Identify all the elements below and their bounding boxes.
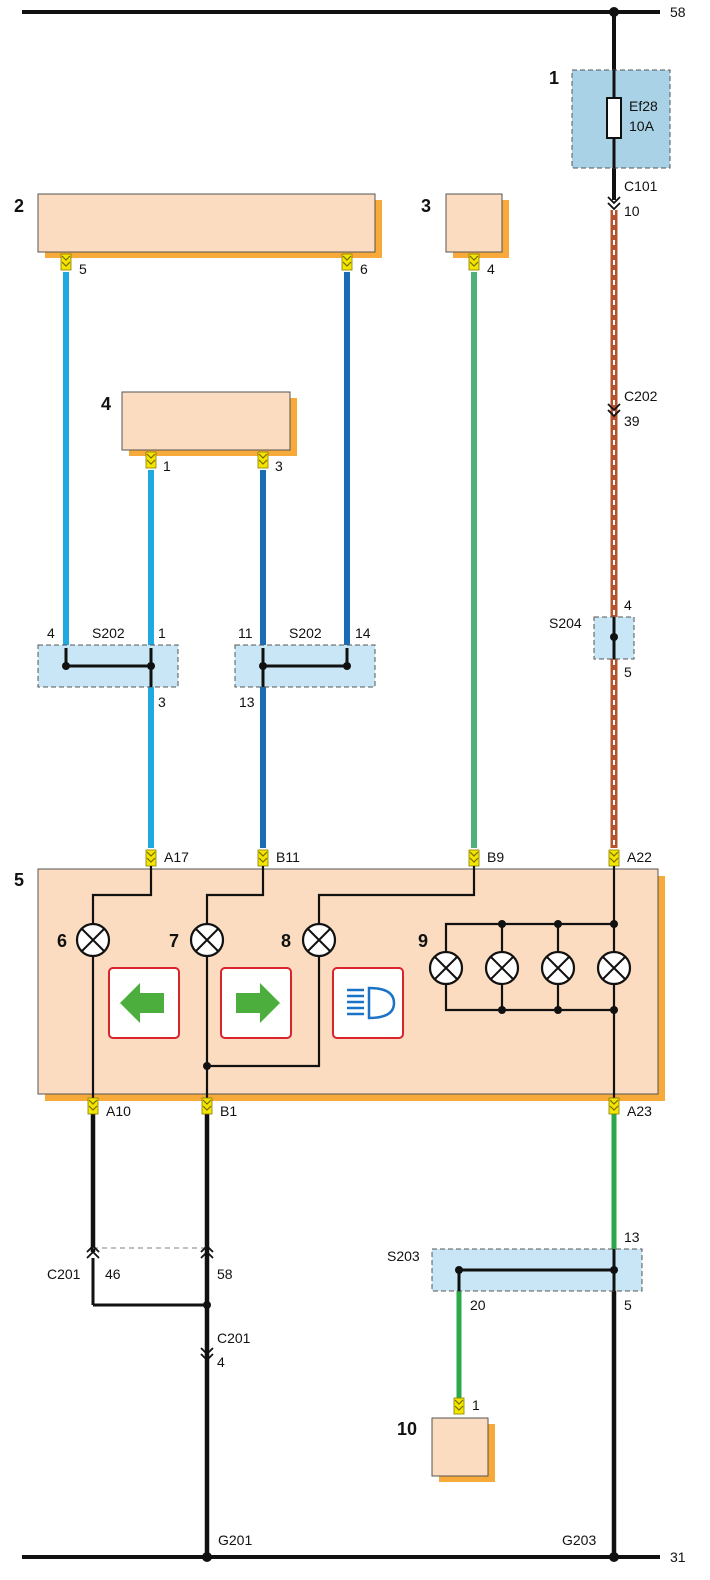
c10-pin-1: 1	[472, 1397, 480, 1413]
s203-pin-20: 20	[470, 1297, 486, 1313]
s202-right-pin-14: 14	[355, 625, 371, 641]
ground-g203-node	[609, 1552, 619, 1562]
c2-pin-6: 6	[360, 261, 368, 277]
component-4	[121, 391, 291, 451]
lamp-icon	[484, 950, 520, 986]
lamp-icon	[428, 950, 464, 986]
pin-a23: A23	[627, 1103, 652, 1119]
lamp-icon	[301, 922, 337, 958]
pin-b11: B11	[276, 849, 300, 865]
lamp-6-number: 6	[57, 931, 67, 951]
connector-c201-a-pin46: 46	[105, 1266, 121, 1282]
turn-right-arrow-icon	[220, 967, 292, 1039]
lamp-8-number: 8	[281, 931, 291, 951]
component-4-number: 4	[101, 394, 111, 414]
connector-c202-pin: 39	[624, 413, 640, 429]
s202-left-pin-1: 1	[158, 625, 166, 641]
s203-pin-5: 5	[624, 1297, 632, 1313]
component-2-number: 2	[14, 196, 24, 216]
fuse-name: Ef28	[629, 98, 658, 114]
lamp-icon	[596, 950, 632, 986]
c4-pin-3: 3	[275, 458, 283, 474]
connector-c101-pin: 10	[624, 203, 640, 219]
ground-g201: G201	[218, 1532, 252, 1548]
fuse-ef28	[606, 97, 622, 139]
component-1-number: 1	[549, 68, 559, 88]
high-beam-icon	[332, 967, 404, 1039]
rail-31-label: 31	[670, 1549, 686, 1565]
s202-left-pin-4: 4	[47, 625, 55, 641]
c3-pin-4: 4	[487, 261, 495, 277]
pin-b1: B1	[220, 1103, 237, 1119]
component-10-number: 10	[397, 1419, 417, 1439]
ground-g201-node	[202, 1552, 212, 1562]
pin-b9: B9	[487, 849, 504, 865]
s204-name: S204	[549, 615, 582, 631]
connector-c201-b-pin4: 4	[217, 1354, 225, 1370]
pin-a10: A10	[106, 1103, 131, 1119]
connector-c201-a-pin58: 58	[217, 1266, 233, 1282]
component-5-number: 5	[14, 870, 24, 890]
s202-left-pin-3: 3	[158, 694, 166, 710]
component-2	[37, 193, 376, 253]
s203-name: S203	[387, 1248, 420, 1264]
component-3	[445, 193, 503, 253]
connector-c101: C101	[624, 178, 658, 194]
s204-pin-4: 4	[624, 597, 632, 613]
lamp-icon	[189, 922, 225, 958]
lamp-7-number: 7	[169, 931, 179, 951]
ground-g203: G203	[562, 1532, 596, 1548]
c2-pin-5: 5	[79, 261, 87, 277]
pin-a22: A22	[627, 849, 652, 865]
pin-a17: A17	[164, 849, 189, 865]
rail-58-label: 58	[670, 4, 686, 20]
s202-right-name: S202	[289, 625, 322, 641]
cluster-junctions	[203, 920, 618, 1070]
s204-pin-5: 5	[624, 664, 632, 680]
turn-left-arrow-icon	[108, 967, 180, 1039]
connector-c202: C202	[624, 388, 658, 404]
component-3-number: 3	[421, 196, 431, 216]
component-10	[431, 1417, 489, 1477]
s202-right-pin-11: 11	[238, 625, 253, 641]
s202-right-pin-13: 13	[239, 694, 255, 710]
c4-pin-1: 1	[163, 458, 171, 474]
lamp-9-number: 9	[418, 931, 428, 951]
s202-left-name: S202	[92, 625, 125, 641]
lamp-icon	[75, 922, 111, 958]
fuse-rating: 10A	[629, 118, 655, 134]
s203-pin-13: 13	[624, 1229, 640, 1245]
connector-c201-b: C201	[217, 1330, 251, 1346]
lamp-icon	[540, 950, 576, 986]
connector-c201-a: C201	[47, 1266, 81, 1282]
